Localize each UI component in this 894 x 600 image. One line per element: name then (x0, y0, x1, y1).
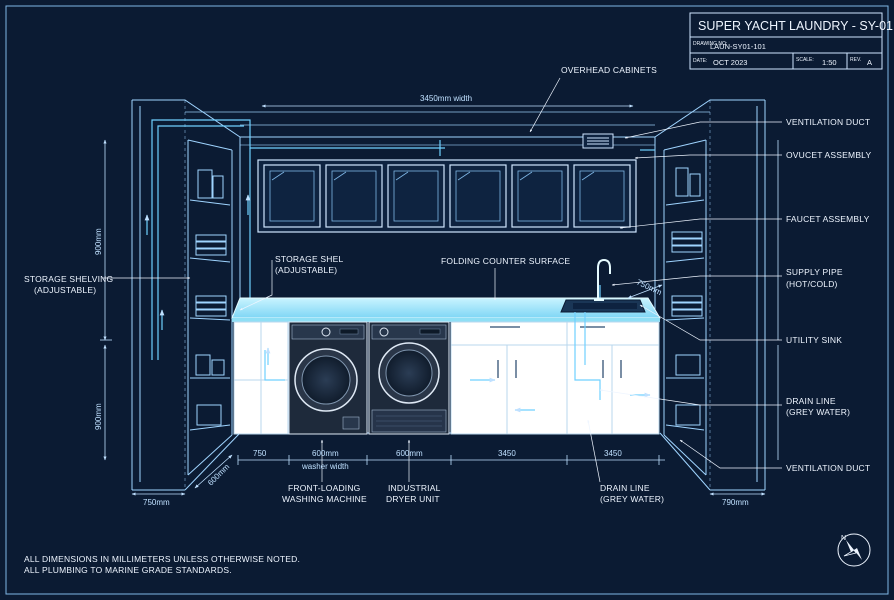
cabinet-3450-a-dim: 3450 (498, 449, 516, 458)
lower-cabinets-left (233, 321, 289, 435)
washer-600-dim: 600mm (312, 449, 339, 458)
washing-machine (288, 321, 368, 435)
general-notes: ALL DIMENSIONS IN MILLIMETERS UNLESS OTH… (24, 554, 300, 575)
scale-label: SCALE: (796, 57, 814, 63)
washer-label: FRONT-LOADING (288, 483, 361, 493)
dimension-lines (100, 104, 779, 496)
drawing-no-value: LAUN-SY01-101 (710, 42, 766, 51)
rev-value: A (867, 58, 872, 67)
right-storage-shelving (665, 167, 705, 431)
flow-arrows (144, 194, 651, 413)
right-base-790mm-dim: 790mm (722, 498, 749, 507)
drain-line-right-label: DRAIN LINE (786, 396, 836, 406)
drain-line-bottom-sub-label: (GREY WATER) (600, 494, 664, 504)
ventilation-duct-grille (582, 133, 614, 149)
storage-shelving-sub-label: (ADJUSTABLE) (34, 285, 96, 295)
cabinet-glass-panels (269, 170, 625, 222)
dimension-labels: 3450mm width 900mm 900mm 750mm 750 600mm… (94, 94, 749, 507)
leader-lines (103, 77, 782, 483)
scale-value: 1:50 (822, 58, 837, 67)
drain-line-bottom-label: DRAIN LINE (600, 483, 650, 493)
ventilation-duct-bottom-label: VENTILATION DUCT (786, 463, 870, 473)
drawing-border (5, 5, 889, 595)
drain-line-right-sub-label: (GREY WATER) (786, 407, 850, 417)
faucet (594, 258, 611, 301)
drawing-no-label: DRAWING NO: (693, 41, 727, 47)
storage-shel-sub-label: (ADJUSTABLE) (275, 265, 337, 275)
washer-sub-label: WASHING MACHINE (282, 494, 367, 504)
overhead-cabinets (257, 159, 637, 233)
bottom-750-dim: 750 (253, 449, 267, 458)
supply-pipe-sub-label: (HOT/COLD) (786, 279, 838, 289)
overhead-cabinets-label: OVERHEAD CABINETS (561, 65, 657, 75)
date-label: DATE: (693, 58, 707, 64)
cabinet-3450-b-dim: 3450 (604, 449, 622, 458)
dryer-sub-label: DRYER UNIT (386, 494, 440, 504)
date-value: OCT 2023 (713, 58, 747, 67)
left-upper-height-dim: 900mm (94, 228, 103, 255)
supply-pipe-label: SUPPLY PIPE (786, 267, 843, 277)
utility-sink-label: UTILITY SINK (786, 335, 842, 345)
utility-sink (560, 299, 646, 313)
title-text: SUPER YACHT LAUNDRY - SY-01 (698, 19, 893, 33)
ovucet-assembly-label: OVUCET ASSEMBLY (786, 150, 871, 160)
note-line-1: ALL DIMENSIONS IN MILLIMETERS UNLESS OTH… (24, 554, 300, 564)
storage-shel-label: STORAGE SHEL (275, 254, 343, 264)
dryer-label: INDUSTRIAL (388, 483, 441, 493)
rev-label: REV. (850, 57, 861, 63)
title-block: SUPER YACHT LAUNDRY - SY-01 DRAWING NO: … (689, 12, 893, 70)
left-lower-height-dim: 900mm (94, 403, 103, 430)
ventilation-duct-top-label: VENTILATION DUCT (786, 117, 870, 127)
storage-shelving-label: STORAGE SHELVING (24, 274, 113, 284)
lower-cabinets-right (450, 321, 660, 435)
left-base-750mm-dim: 750mm (143, 498, 170, 507)
dryer-unit (368, 321, 450, 435)
faucet-assembly-label: FAUCET ASSEMBLY (786, 214, 870, 224)
overall-width-dim: 3450mm width (420, 94, 472, 103)
counter-depth-dim: 750mm (635, 278, 663, 298)
callout-labels: OVERHEAD CABINETS VENTILATION DUCT OVUCE… (24, 65, 871, 504)
left-storage-shelving (189, 169, 231, 431)
room-frame (131, 99, 766, 491)
washer-width-dim: washer width (301, 462, 349, 471)
north-arrow-icon: N (837, 533, 871, 567)
dryer-600-dim: 600mm (396, 449, 423, 458)
folding-counter (231, 297, 661, 322)
north-label: N (841, 535, 846, 542)
folding-counter-label: FOLDING COUNTER SURFACE (441, 256, 570, 266)
note-line-2: ALL PLUMBING TO MARINE GRADE STANDARDS. (24, 565, 232, 575)
